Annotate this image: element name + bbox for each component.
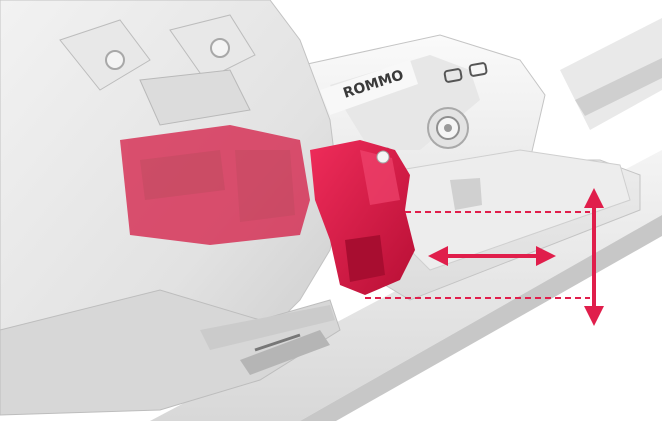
boot-toe-pad-ghost <box>120 125 310 245</box>
